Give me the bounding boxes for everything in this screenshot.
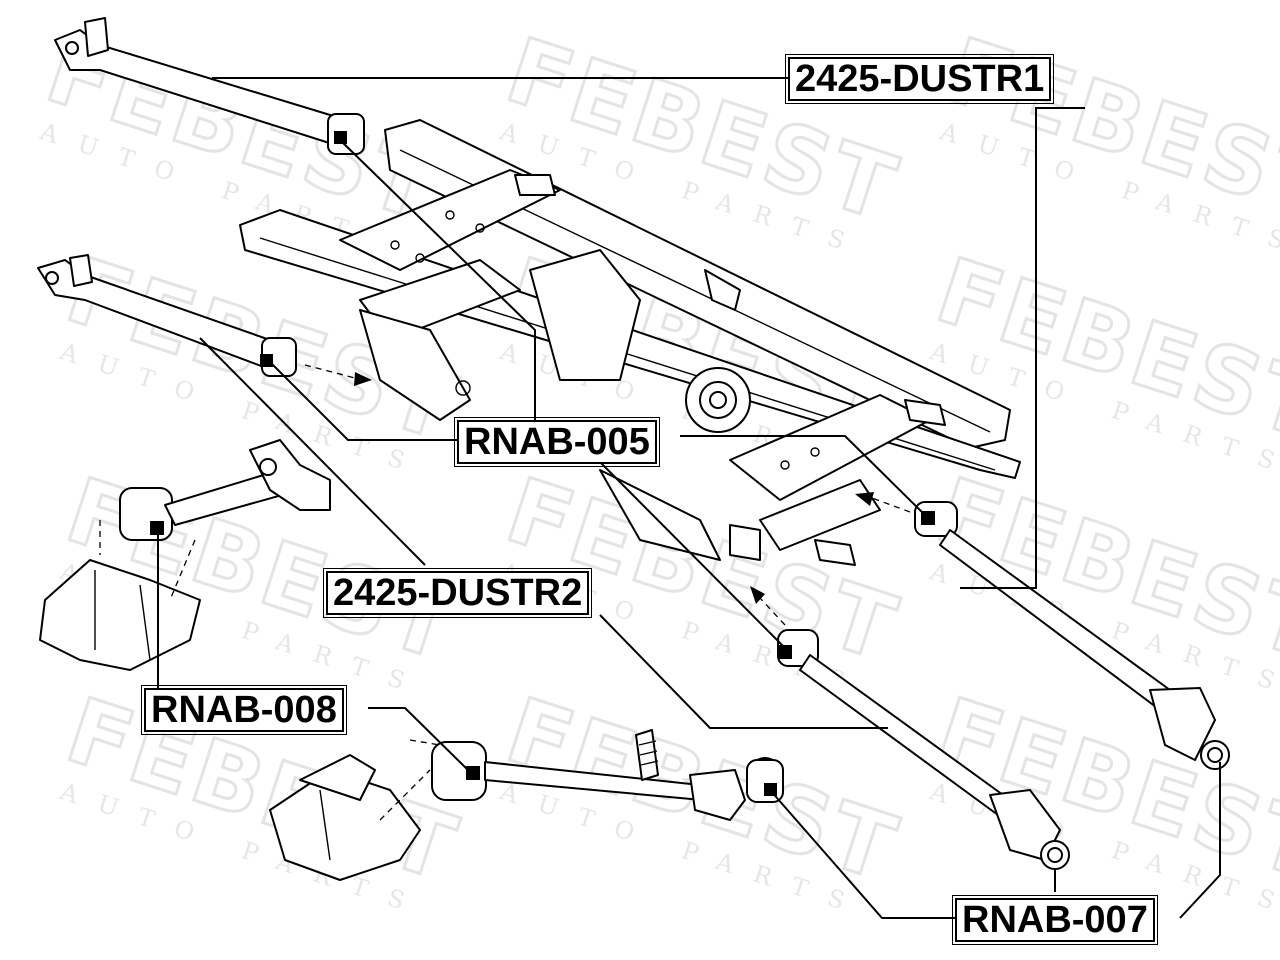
leader-lines: [157, 77, 1221, 919]
part-label-2425-dustr2[interactable]: 2425-DUSTR2: [322, 568, 593, 618]
lateral-link-center: [777, 629, 1070, 870]
lateral-link-right: [914, 501, 1230, 770]
trailing-arm-bracket-upper: [39, 439, 331, 671]
bushing-marker: [334, 131, 347, 144]
part-label-rnab-008[interactable]: RNAB-008: [141, 685, 347, 735]
part-label-2425-dustr1[interactable]: 2425-DUSTR1: [784, 54, 1055, 104]
lower-link-arm-left: [37, 254, 297, 377]
trailing-arm-bracket-lower: [269, 729, 746, 881]
rear-subframe: [239, 119, 1021, 566]
bushing-rnab-007-part: [746, 757, 784, 803]
upper-link-arm-top: [54, 17, 365, 155]
bushing-marker: [778, 645, 792, 659]
bushing-marker: [260, 354, 273, 367]
part-label-rnab-007[interactable]: RNAB-007: [952, 895, 1158, 945]
bushing-marker: [764, 783, 777, 796]
assembly-arrows: [304, 364, 911, 626]
bushing-marker: [466, 766, 480, 780]
part-label-rnab-005[interactable]: RNAB-005: [454, 417, 660, 467]
